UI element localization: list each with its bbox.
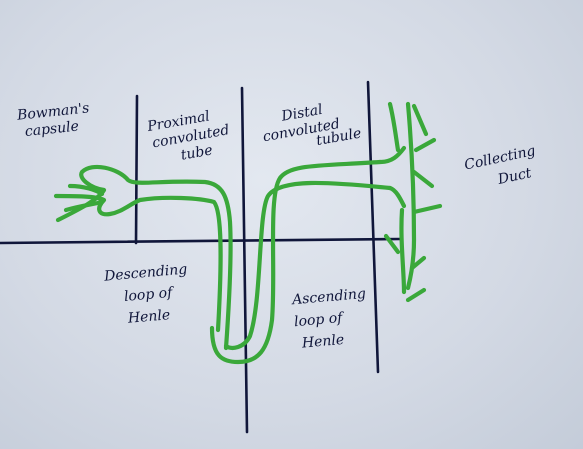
bowmans-capsule-inner (53, 193, 223, 333)
label-ascending-loop-of-henle: Ascending loop of Henle (291, 285, 367, 352)
collecting-duct-branch-6 (405, 287, 427, 303)
collecting-duct-right (405, 101, 417, 291)
collecting-duct-left (387, 101, 407, 295)
divider-proximal-distal (240, 86, 249, 434)
glomerulus-stub-1 (67, 183, 105, 197)
distal-to-duct-lower (387, 185, 407, 209)
collecting-duct-branch-2 (413, 137, 437, 153)
collecting-duct-branch-1 (411, 103, 429, 137)
divider-capsule-proximal (134, 94, 139, 245)
divider-distal-collecting (366, 80, 380, 374)
bowmans-capsule-outer (55, 164, 233, 351)
baseline-divider (0, 237, 402, 245)
collecting-duct-branch-4 (411, 203, 443, 215)
label-descending-loop-of-henle: Descending loop of Henle (103, 261, 188, 327)
collecting-duct-branch-3 (411, 169, 435, 189)
distal-to-duct-upper (377, 145, 407, 165)
glomerulus-stub-2 (63, 199, 105, 213)
loop-of-henle-inner (223, 180, 393, 350)
loop-of-henle-outer (209, 159, 383, 365)
collecting-duct-stub (383, 233, 401, 255)
collecting-duct-branch-5 (409, 255, 427, 271)
